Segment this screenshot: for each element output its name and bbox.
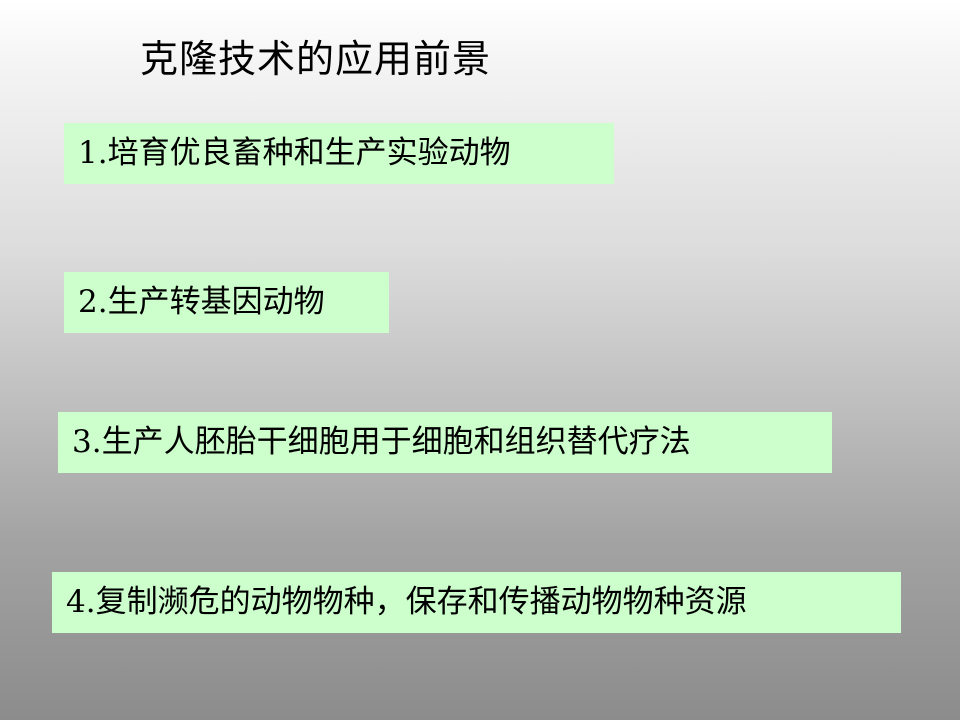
list-item-transgenic: 2.生产转基因动物 (64, 272, 389, 333)
list-item-endangered-species: 4.复制濒危的动物物种，保存和传播动物物种资源 (52, 572, 901, 633)
slide-title: 克隆技术的应用前景 (140, 37, 492, 81)
list-item-stem-cells: 3.生产人胚胎干细胞用于细胞和组织替代疗法 (58, 412, 832, 473)
list-item-breeding: 1.培育优良畜种和生产实验动物 (64, 123, 614, 184)
